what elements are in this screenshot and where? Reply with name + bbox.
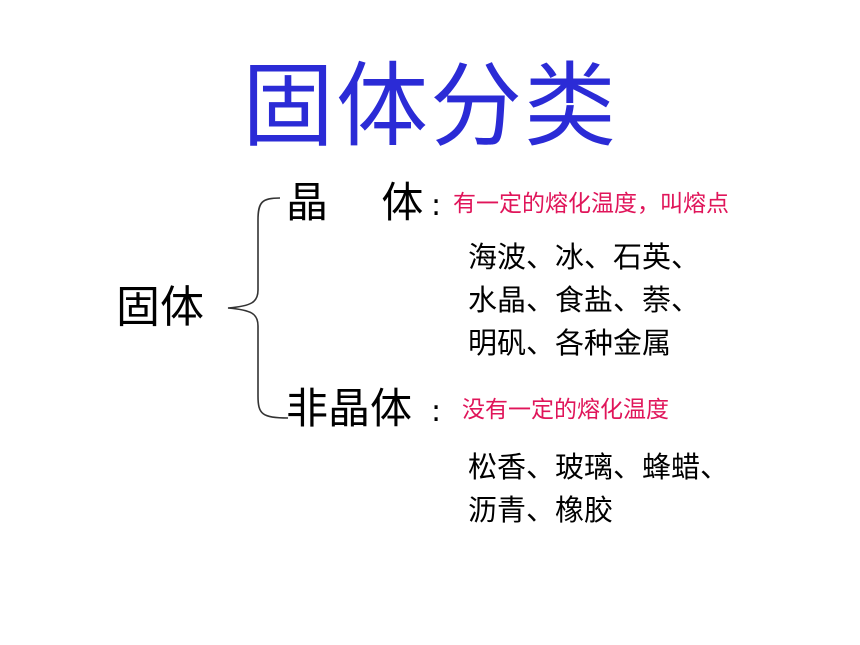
example-line: 海波、冰、石英、 <box>468 240 701 274</box>
example-line: 明矾、各种金属 <box>468 326 672 360</box>
branch-label-amorphous: 非晶体 <box>286 384 413 433</box>
branch-colon-crystal: : <box>431 188 442 223</box>
examples-list-crystal: 海波、冰、石英、 水晶、食盐、萘、 明矾、各种金属 <box>468 236 700 365</box>
examples-list-amorphous: 松香、玻璃、蜂蜡、 沥青、橡胶 <box>468 446 729 532</box>
branch-description-crystal: 有一定的熔化温度，叫熔点 <box>453 191 729 217</box>
slide-title: 固体分类 <box>241 53 618 160</box>
branch-colon-amorphous: : <box>431 394 442 429</box>
example-line: 水晶、食盐、萘、 <box>468 283 701 317</box>
example-line: 沥青、橡胶 <box>468 493 614 527</box>
example-line: 松香、玻璃、蜂蜡、 <box>468 450 730 484</box>
root-category-label: 固体 <box>116 282 204 333</box>
curly-brace <box>227 197 289 419</box>
branch-label-crystal: 晶 体 <box>286 178 424 227</box>
branch-description-amorphous: 没有一定的熔化温度 <box>462 397 669 423</box>
